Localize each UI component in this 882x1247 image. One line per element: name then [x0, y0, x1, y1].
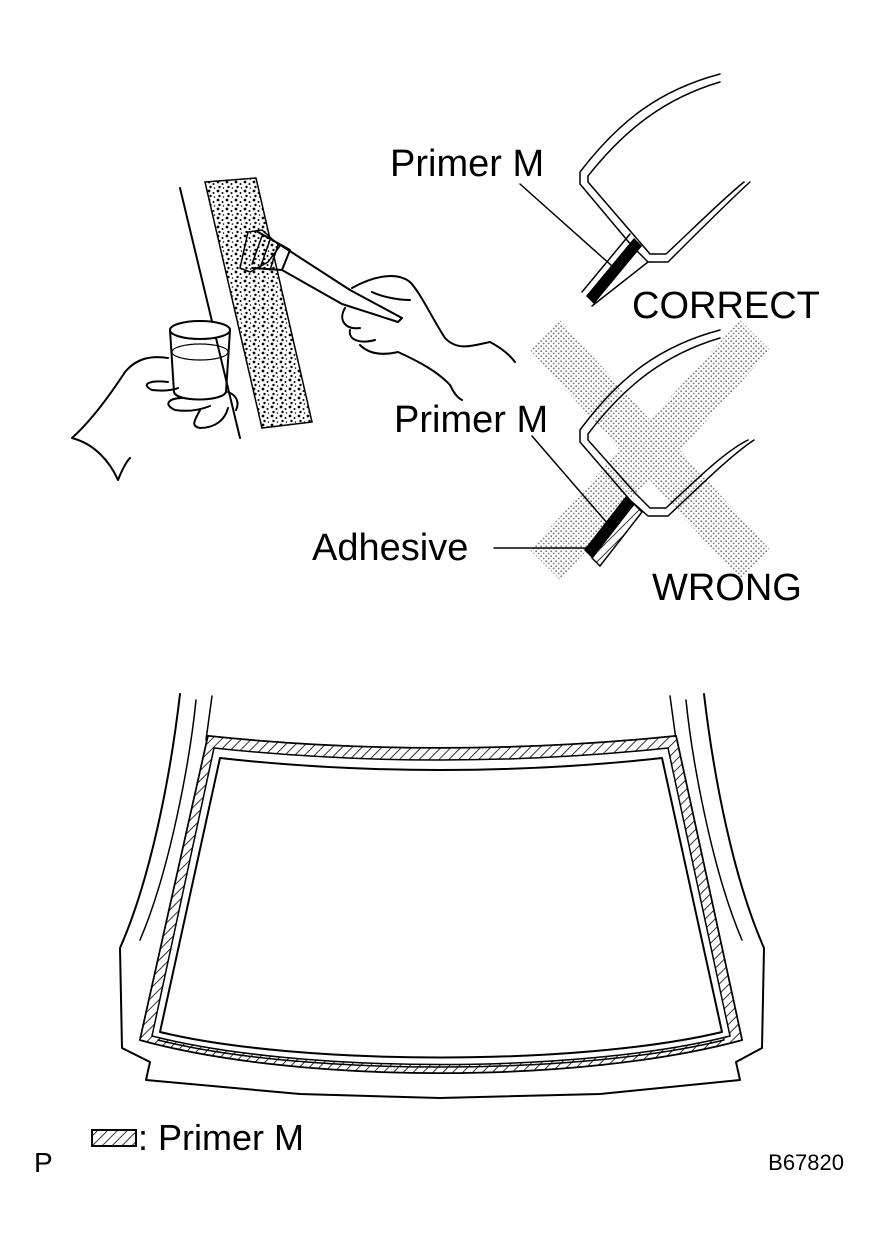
lower-dashboard-line — [157, 1039, 725, 1068]
primer-hatch-swatch — [91, 1129, 137, 1147]
a-pillar-left — [139, 695, 213, 941]
brush — [239, 229, 403, 323]
corner-letter: P — [34, 1147, 53, 1178]
pillar-surface — [204, 177, 313, 429]
glass-outline-correct — [579, 73, 751, 263]
windshield-frame-illustration — [119, 693, 765, 1099]
wrong-cross-mark — [530, 320, 770, 580]
glass-outline-wrong — [579, 329, 755, 517]
wrong-detail: Primer M Adhesive WRONG — [312, 320, 802, 609]
primer-m-label-correct: Primer M — [390, 143, 544, 185]
wrong-label: WRONG — [652, 567, 802, 609]
left-hand — [71, 356, 239, 481]
primer-application-illustration — [71, 177, 516, 481]
pillar-edge — [179, 187, 241, 439]
correct-label: CORRECT — [632, 285, 820, 327]
primer-stripe-correct — [586, 238, 642, 304]
primer-container — [169, 320, 231, 401]
legend: : Primer M — [91, 1117, 304, 1158]
primer-stripe-wrong — [584, 496, 634, 558]
adhesive-label: Adhesive — [312, 527, 468, 569]
right-hand — [341, 275, 516, 401]
correct-detail: Primer M CORRECT — [390, 73, 820, 327]
body-outline — [119, 693, 765, 1099]
primer-leader-correct — [519, 183, 613, 267]
primer-leader-wrong — [531, 435, 609, 525]
opening-outer-edge — [139, 735, 743, 1074]
primer-band — [139, 735, 743, 1074]
primer-m-label-wrong: Primer M — [394, 399, 548, 441]
figure-code: B67820 — [768, 1150, 844, 1175]
a-pillar-right — [669, 695, 743, 941]
opening-inner-edge — [159, 757, 723, 1059]
adhesive-layer-wrong — [591, 502, 643, 568]
legend-label: : Primer M — [138, 1117, 304, 1158]
